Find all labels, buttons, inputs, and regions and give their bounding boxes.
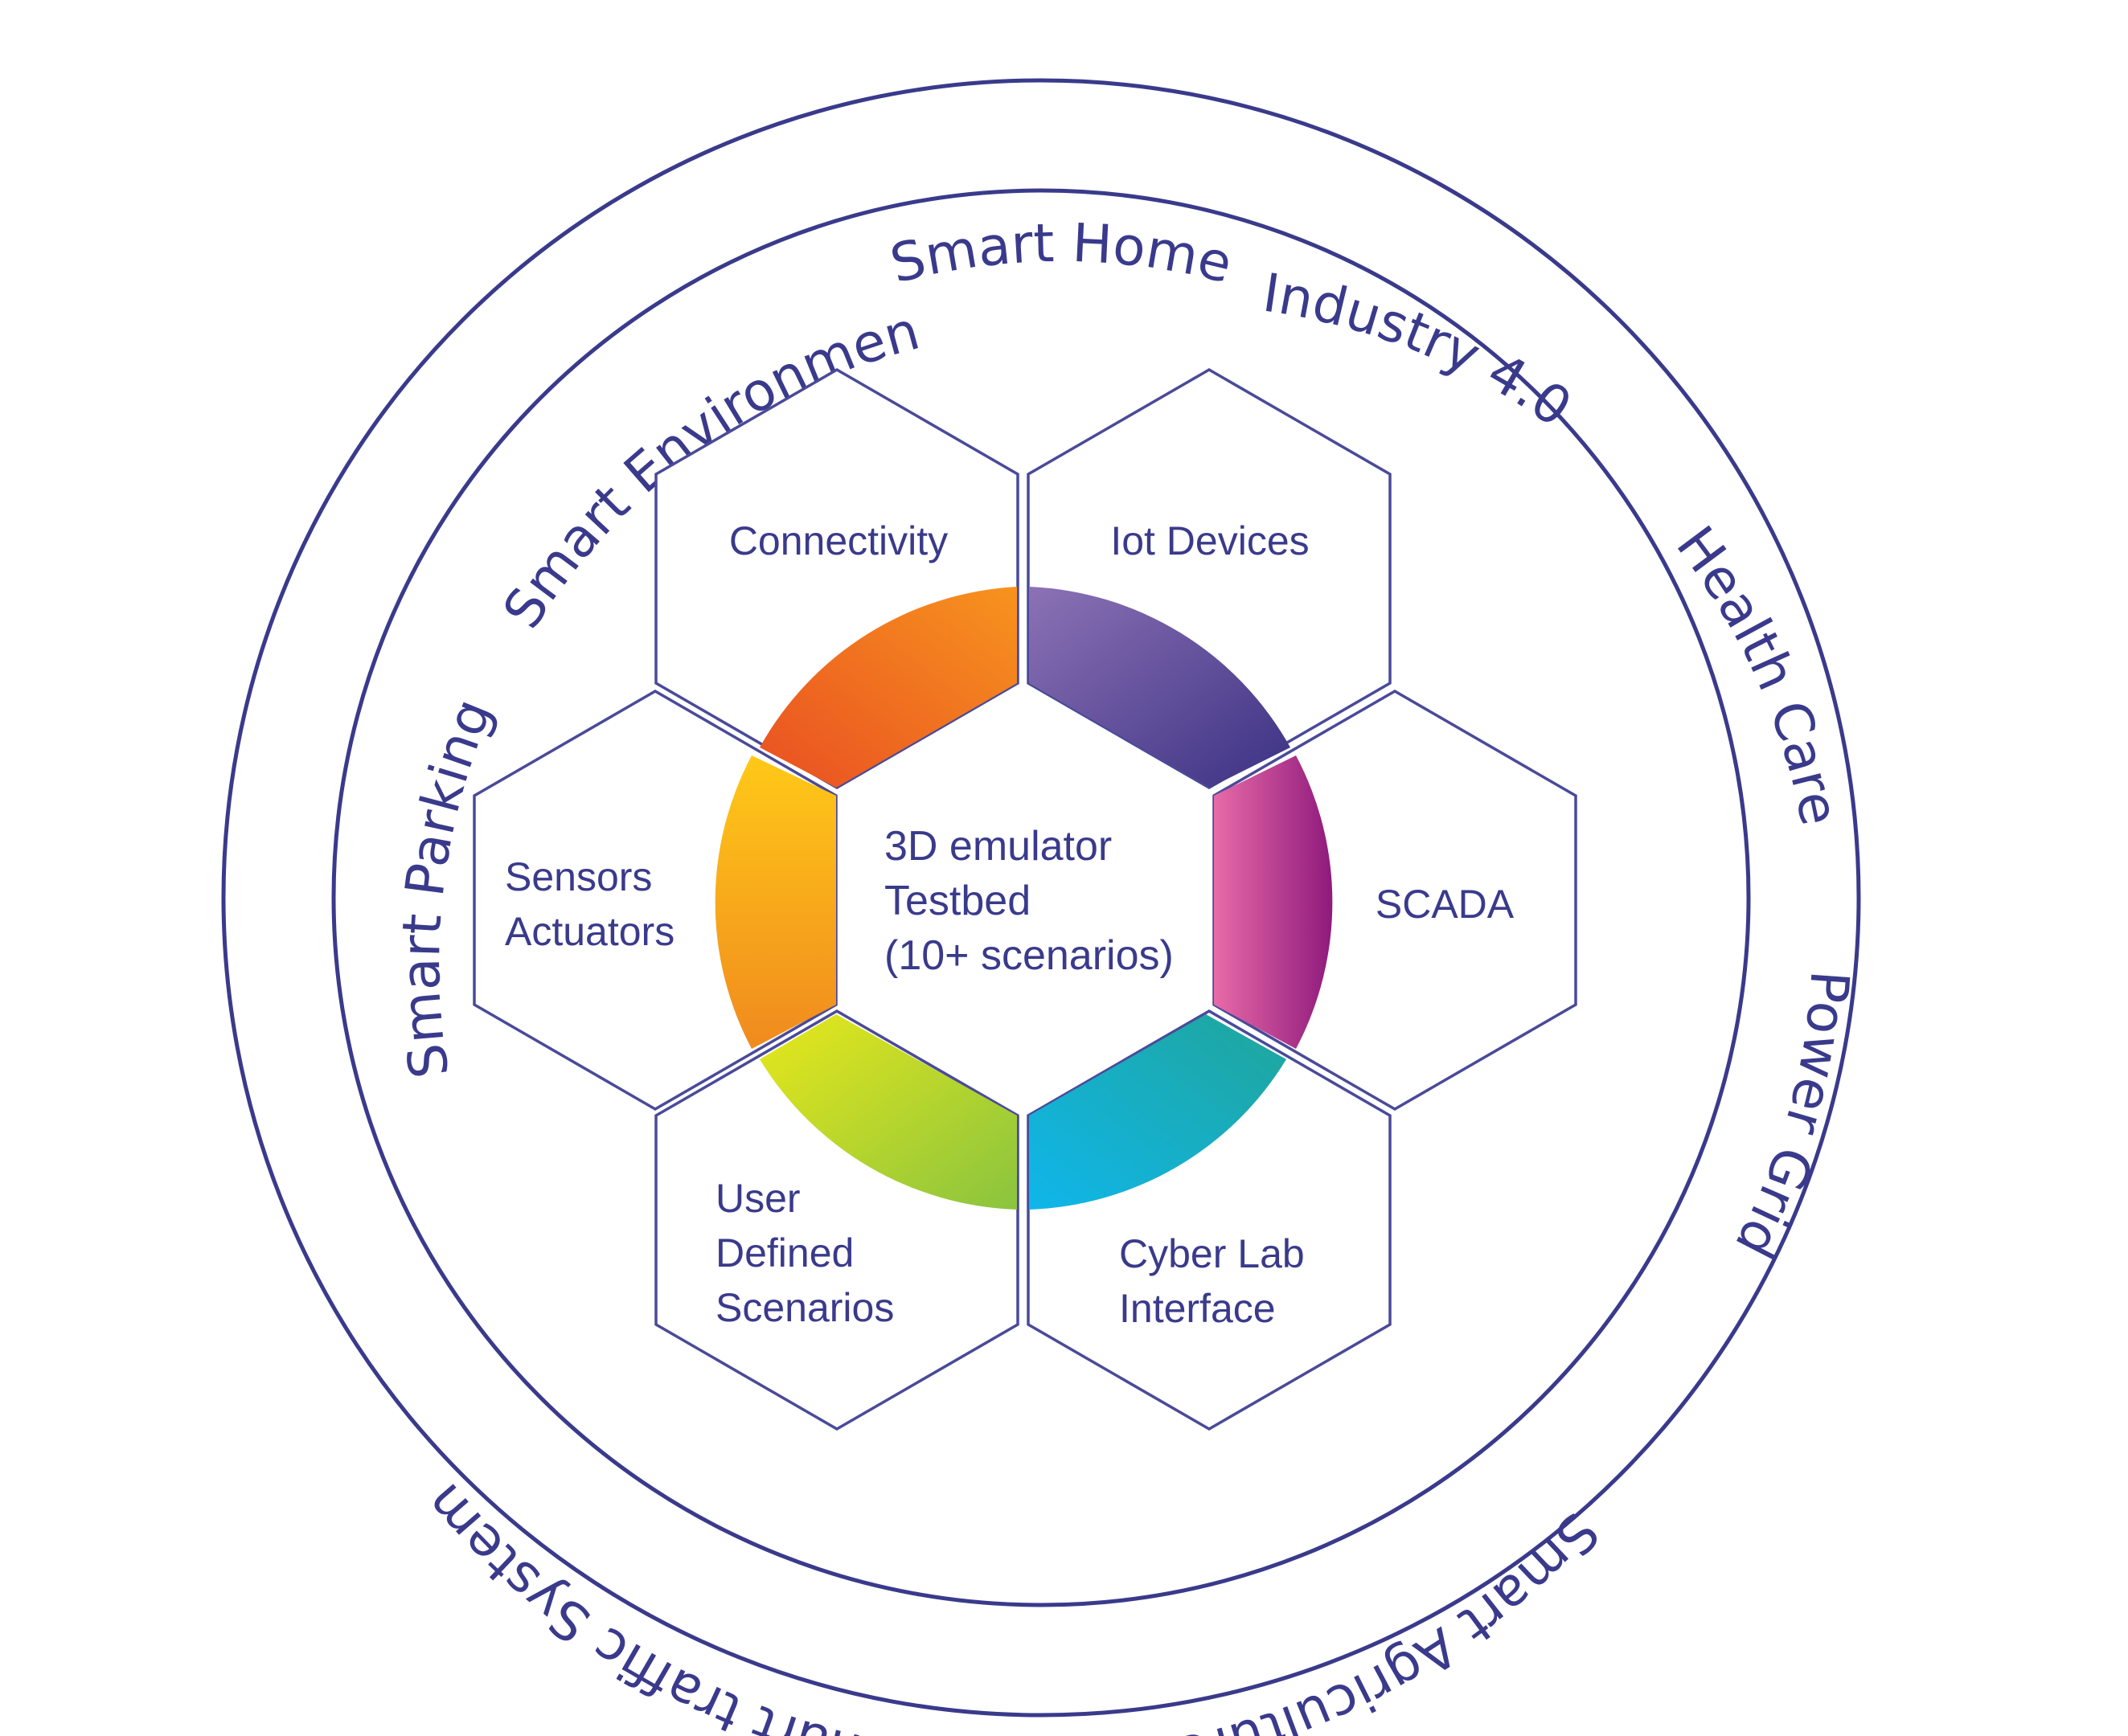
segment-orange [760, 587, 1017, 788]
svg-text:Actuators: Actuators [505, 909, 674, 954]
svg-text:Cyber Lab: Cyber Lab [1119, 1231, 1305, 1276]
hex-label-user-defined: User Defined Scenarios [715, 1176, 894, 1330]
segment-purple [1029, 587, 1290, 788]
svg-text:Interface: Interface [1119, 1286, 1276, 1331]
inner-ring [331, 188, 1751, 1607]
center-label: 3D emulator Testbed (10+ scenarios) [884, 823, 1174, 979]
svg-text:Connectivity: Connectivity [729, 518, 948, 563]
svg-text:User: User [715, 1176, 801, 1221]
svg-text:SCADA: SCADA [1376, 882, 1515, 927]
segment-cyan [1029, 1014, 1286, 1210]
outer-ring [221, 78, 1861, 1718]
ring-label-health-care: Health Care [1664, 515, 1851, 830]
hex-label-scada: SCADA [1376, 882, 1515, 927]
segment-magenta [1214, 755, 1333, 1049]
ring-label-industry: Industry 4.0 [1259, 262, 1582, 440]
hex-label-connectivity: Connectivity [729, 518, 948, 563]
svg-text:(10+ scenarios): (10+ scenarios) [884, 932, 1174, 979]
ring-label-smart-home: Smart Home [884, 212, 1238, 296]
ring-label-smart-agriculture: Smart Agriculture [1171, 1501, 1610, 1736]
svg-text:Testbed: Testbed [884, 878, 1031, 924]
hex-label-sensors: Sensors Actuators [505, 854, 674, 954]
ring-label-smart-traffic: Smart traffic System [413, 1472, 917, 1736]
ring-label-power-grid: Power Grid [1723, 968, 1861, 1267]
segment-yellow [715, 755, 836, 1049]
segment-green [760, 1014, 1017, 1210]
svg-text:Sensors: Sensors [505, 854, 652, 899]
svg-text:3D emulator: 3D emulator [884, 823, 1112, 870]
hex-label-iot: Iot Devices [1110, 518, 1309, 563]
svg-text:Defined: Defined [715, 1230, 854, 1275]
hex-label-cyber-lab: Cyber Lab Interface [1119, 1231, 1305, 1331]
svg-text:Iot Devices: Iot Devices [1110, 518, 1309, 563]
svg-text:Scenarios: Scenarios [715, 1285, 894, 1330]
